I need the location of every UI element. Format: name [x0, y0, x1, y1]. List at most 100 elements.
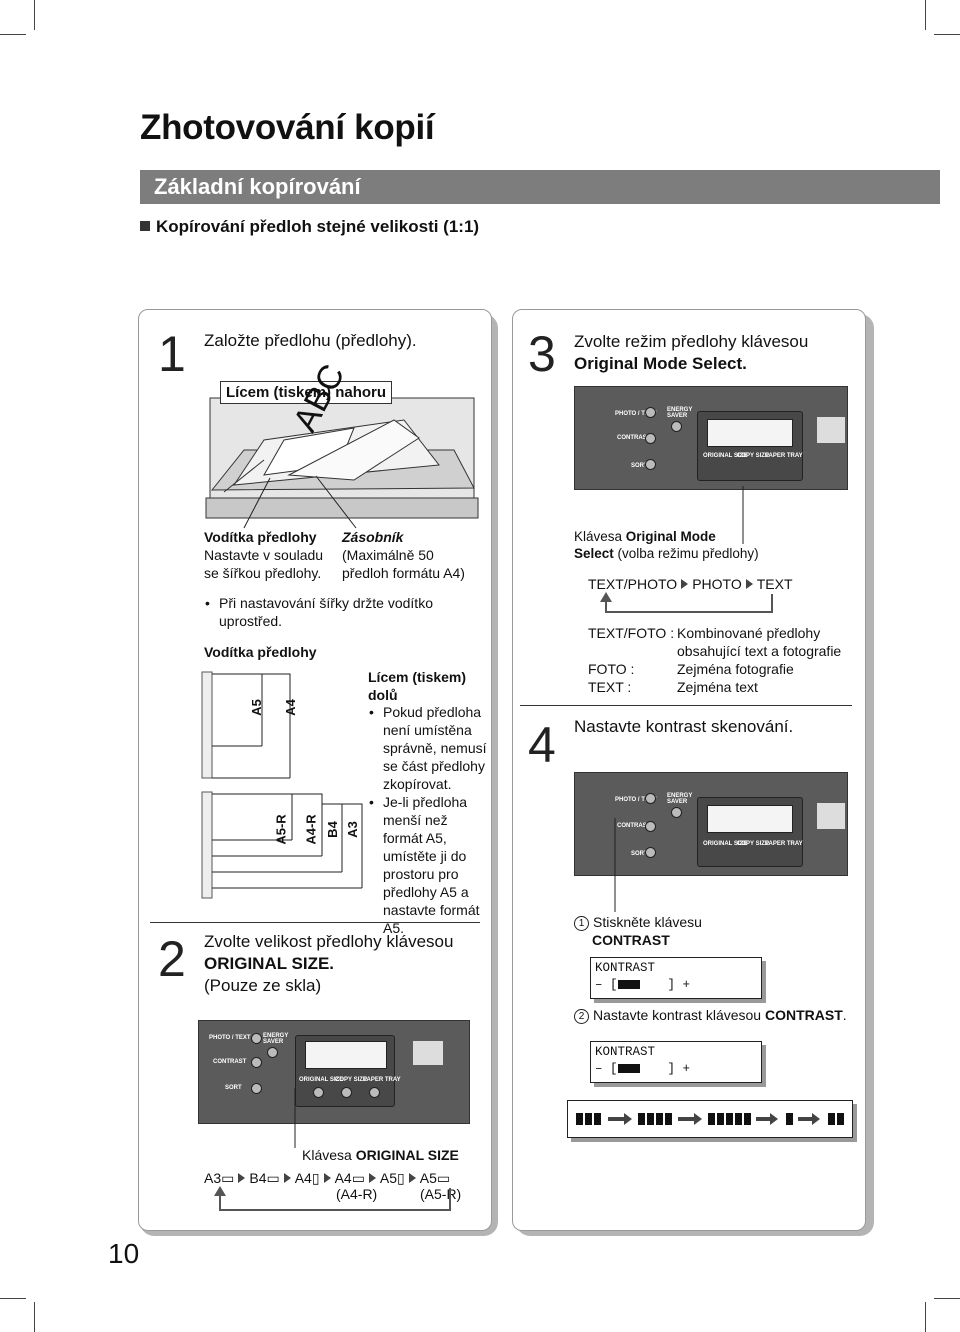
bullet-line: se část předlohy — [383, 758, 485, 774]
photo-text-label: PHOTO / TEXT — [209, 1035, 251, 1041]
step-3-line: Zvolte režim předlohy klávesou — [574, 332, 809, 351]
caption-text: Klávesa — [302, 1147, 356, 1163]
page-number: 10 — [108, 1238, 140, 1269]
crop-mark — [34, 1302, 35, 1332]
guides-block: Vodítka předlohy Nastavte v souladu se š… — [204, 528, 323, 582]
photo-text-label: PHOTO / TEXT — [615, 797, 657, 803]
subsection-title: Kopírování předloh stejné velikosti (1:1… — [156, 217, 480, 236]
lcd-display — [305, 1041, 387, 1069]
sort-button[interactable] — [251, 1083, 262, 1094]
lcd-readout-1: KONTRAST – [] + — [590, 957, 762, 999]
guides-title: Vodítka předlohy — [204, 529, 317, 545]
tray-block: Zásobník (Maximálně 50 předloh formátu A… — [342, 528, 465, 582]
sort-button[interactable] — [645, 847, 656, 858]
bullet-line: zkopírovat. — [383, 776, 452, 792]
step-divider — [150, 922, 480, 923]
size-label-a5r: A5-R — [273, 814, 289, 845]
bullet-line: správně, nemusí — [383, 740, 487, 756]
energy-saver-button[interactable] — [671, 807, 682, 818]
original-size-button[interactable] — [313, 1087, 324, 1098]
tray-title: Zásobník — [342, 529, 404, 545]
bullet-line: A5. — [383, 920, 405, 936]
energy-saver-button[interactable] — [267, 1047, 278, 1058]
contrast-button[interactable] — [251, 1057, 262, 1068]
size-label-a3: A3 — [344, 821, 360, 838]
photo-text-button[interactable] — [645, 407, 656, 418]
copy-size-label: COPY SIZE — [737, 841, 769, 847]
tray-desc: (Maximálně 50 — [342, 547, 434, 563]
step-3-number: 3 — [528, 326, 556, 382]
section-title: Základní kopírování — [154, 174, 361, 199]
original-size-key-caption: Klávesa ORIGINAL SIZE — [302, 1146, 459, 1164]
original-size-label: ORIGINAL SIZE — [703, 841, 748, 847]
crop-mark — [934, 34, 960, 35]
cycle-return-arrow — [214, 1186, 451, 1211]
crop-mark — [0, 1298, 26, 1299]
step-2-key: ORIGINAL SIZE. — [204, 954, 335, 973]
original-size-cycle: A3▭B4▭A4▯A4▭A5▯A5▭ — [204, 1170, 451, 1186]
tray-indicator-icon — [817, 803, 845, 829]
page-title: Zhotovování kopií — [140, 108, 435, 147]
photo-text-button[interactable] — [251, 1033, 262, 1044]
bullet-line: nastavte formát — [383, 902, 480, 918]
subsection-heading: Kopírování předloh stejné velikosti (1:1… — [140, 217, 479, 237]
face-down-bullets: Pokud předloha není umístěna správně, ne… — [369, 703, 493, 937]
step-2-text: Zvolte velikost předlohy klávesou ORIGIN… — [204, 931, 453, 997]
bullet-line: Je-li předloha — [369, 793, 493, 811]
bullet-line: předlohy A5 a — [383, 884, 469, 900]
lcd-display — [707, 805, 793, 833]
paper-size-diagram — [201, 671, 363, 899]
sort-button[interactable] — [645, 459, 656, 470]
original-size-label: ORIGINAL SIZE — [299, 1077, 344, 1083]
step-1-number: 1 — [158, 326, 186, 382]
cycle-return-arrow — [600, 592, 773, 613]
original-size-label: ORIGINAL SIZE — [703, 453, 748, 459]
tray-desc: předloh formátu A4) — [342, 565, 465, 581]
sort-label: SORT — [225, 1085, 242, 1091]
size-label-b4: B4 — [324, 821, 340, 838]
contrast-sequence — [567, 1100, 853, 1138]
lcd-readout-2: KONTRAST – [] + — [590, 1041, 762, 1083]
section-bar: Základní kopírování — [140, 170, 940, 204]
photo-text-button[interactable] — [645, 793, 656, 804]
copy-size-button[interactable] — [341, 1087, 352, 1098]
step-3-key: Original Mode Select. — [574, 354, 747, 373]
step-4-number: 4 — [528, 717, 556, 773]
contrast-label: CONTRAST — [213, 1059, 247, 1065]
step-1-text: Založte předlohu (předlohy). — [204, 331, 417, 350]
face-down-block: Lícem (tiskem) dolů — [368, 668, 488, 704]
copy-size-label: COPY SIZE — [335, 1077, 367, 1083]
size-label-a5: A5 — [248, 699, 264, 716]
hold-guide-note: Při nastavování šířky držte vodítko upro… — [205, 594, 433, 630]
face-down-title: dolů — [368, 687, 398, 703]
step-divider — [520, 705, 852, 706]
cycle-sub-a4r: (A4-R) — [336, 1186, 378, 1202]
callout-line — [614, 818, 616, 912]
paper-tray-label: PAPER TRAY — [765, 453, 803, 459]
circled-number: 2 — [574, 1009, 589, 1024]
bullet-line: prostoru pro — [383, 866, 459, 882]
energy-saver-button[interactable] — [671, 421, 682, 432]
bullet-line: umístěte ji do — [383, 848, 467, 864]
crop-mark — [934, 1298, 960, 1299]
step-2-line: Zvolte velikost předlohy klávesou — [204, 932, 454, 951]
contrast-sequence-graphic — [576, 1113, 844, 1125]
contrast-label: CONTRAST — [617, 823, 651, 829]
face-up-label: Lícem (tiskem) nahoru — [220, 381, 393, 404]
contrast-button[interactable] — [645, 821, 656, 832]
contrast-button[interactable] — [645, 433, 656, 444]
bullet-line: Pokud předloha — [369, 703, 493, 721]
crop-mark — [925, 1302, 926, 1332]
step-4-text: Nastavte kontrast skenování. — [574, 717, 794, 736]
crop-mark — [0, 34, 26, 35]
bullet-text-cont: uprostřed. — [219, 613, 283, 629]
paper-tray-button[interactable] — [369, 1087, 380, 1098]
